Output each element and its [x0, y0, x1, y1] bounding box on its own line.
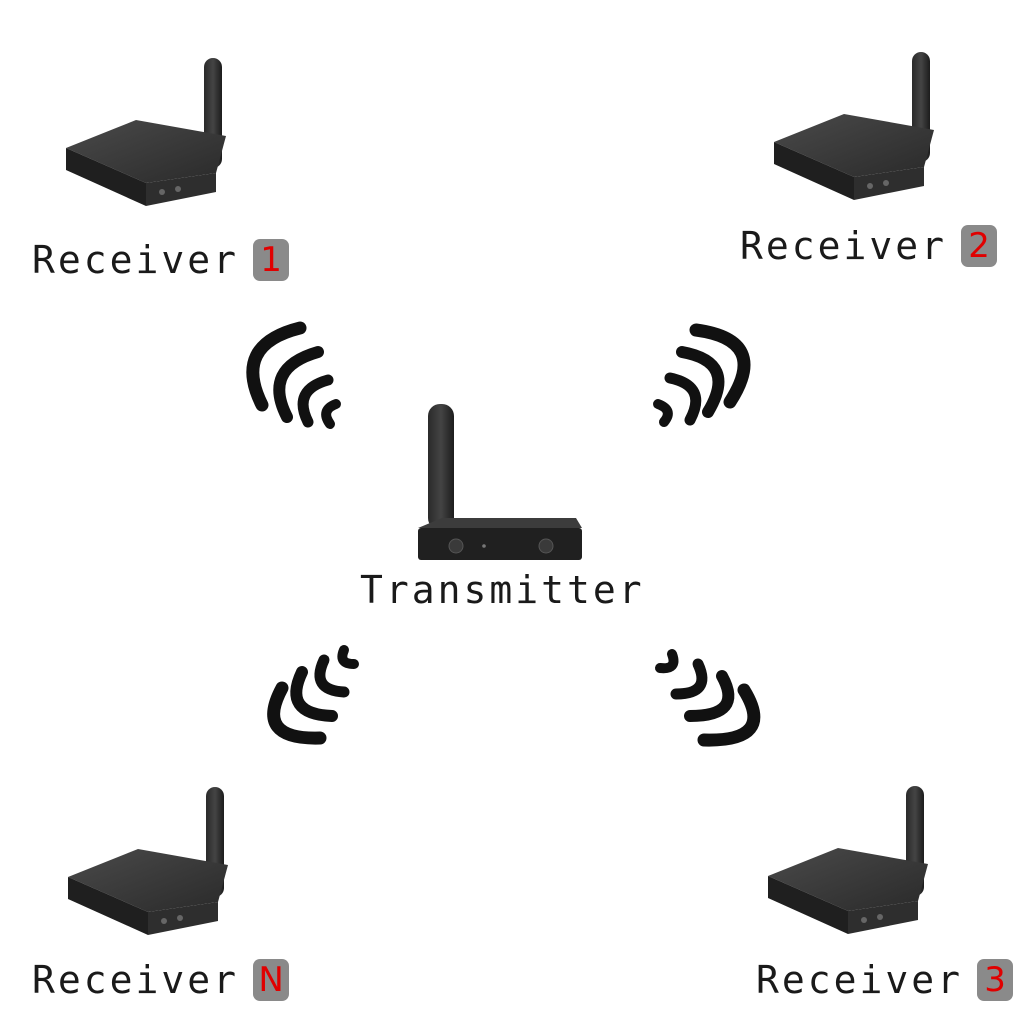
- receiver-2-badge: 2: [961, 225, 998, 267]
- receiver-n-number: N: [258, 960, 284, 1000]
- receiver-3-label: Receiver 3: [756, 958, 1014, 1002]
- receiver-1-number: 1: [260, 240, 282, 280]
- receiver-2-number: 2: [968, 226, 990, 266]
- receiver-2-label: Receiver 2: [740, 224, 998, 268]
- receiver-n-badge: N: [253, 959, 290, 1001]
- transmitter-label: Transmitter: [360, 568, 645, 612]
- receiver-3-number: 3: [984, 960, 1006, 1000]
- receiver-n-text: Receiver: [32, 958, 240, 1002]
- receiver-3-badge: 3: [977, 959, 1014, 1001]
- transmitter-device: [416, 404, 586, 564]
- receiver-n-label: Receiver N: [32, 958, 290, 1002]
- receiver-1-text: Receiver: [32, 238, 240, 282]
- transmitter-text: Transmitter: [360, 568, 645, 612]
- receiver-2-text: Receiver: [740, 224, 948, 268]
- receiver-1-badge: 1: [253, 239, 290, 281]
- receiver-3-text: Receiver: [756, 958, 964, 1002]
- receiver-1-label: Receiver 1: [32, 238, 290, 282]
